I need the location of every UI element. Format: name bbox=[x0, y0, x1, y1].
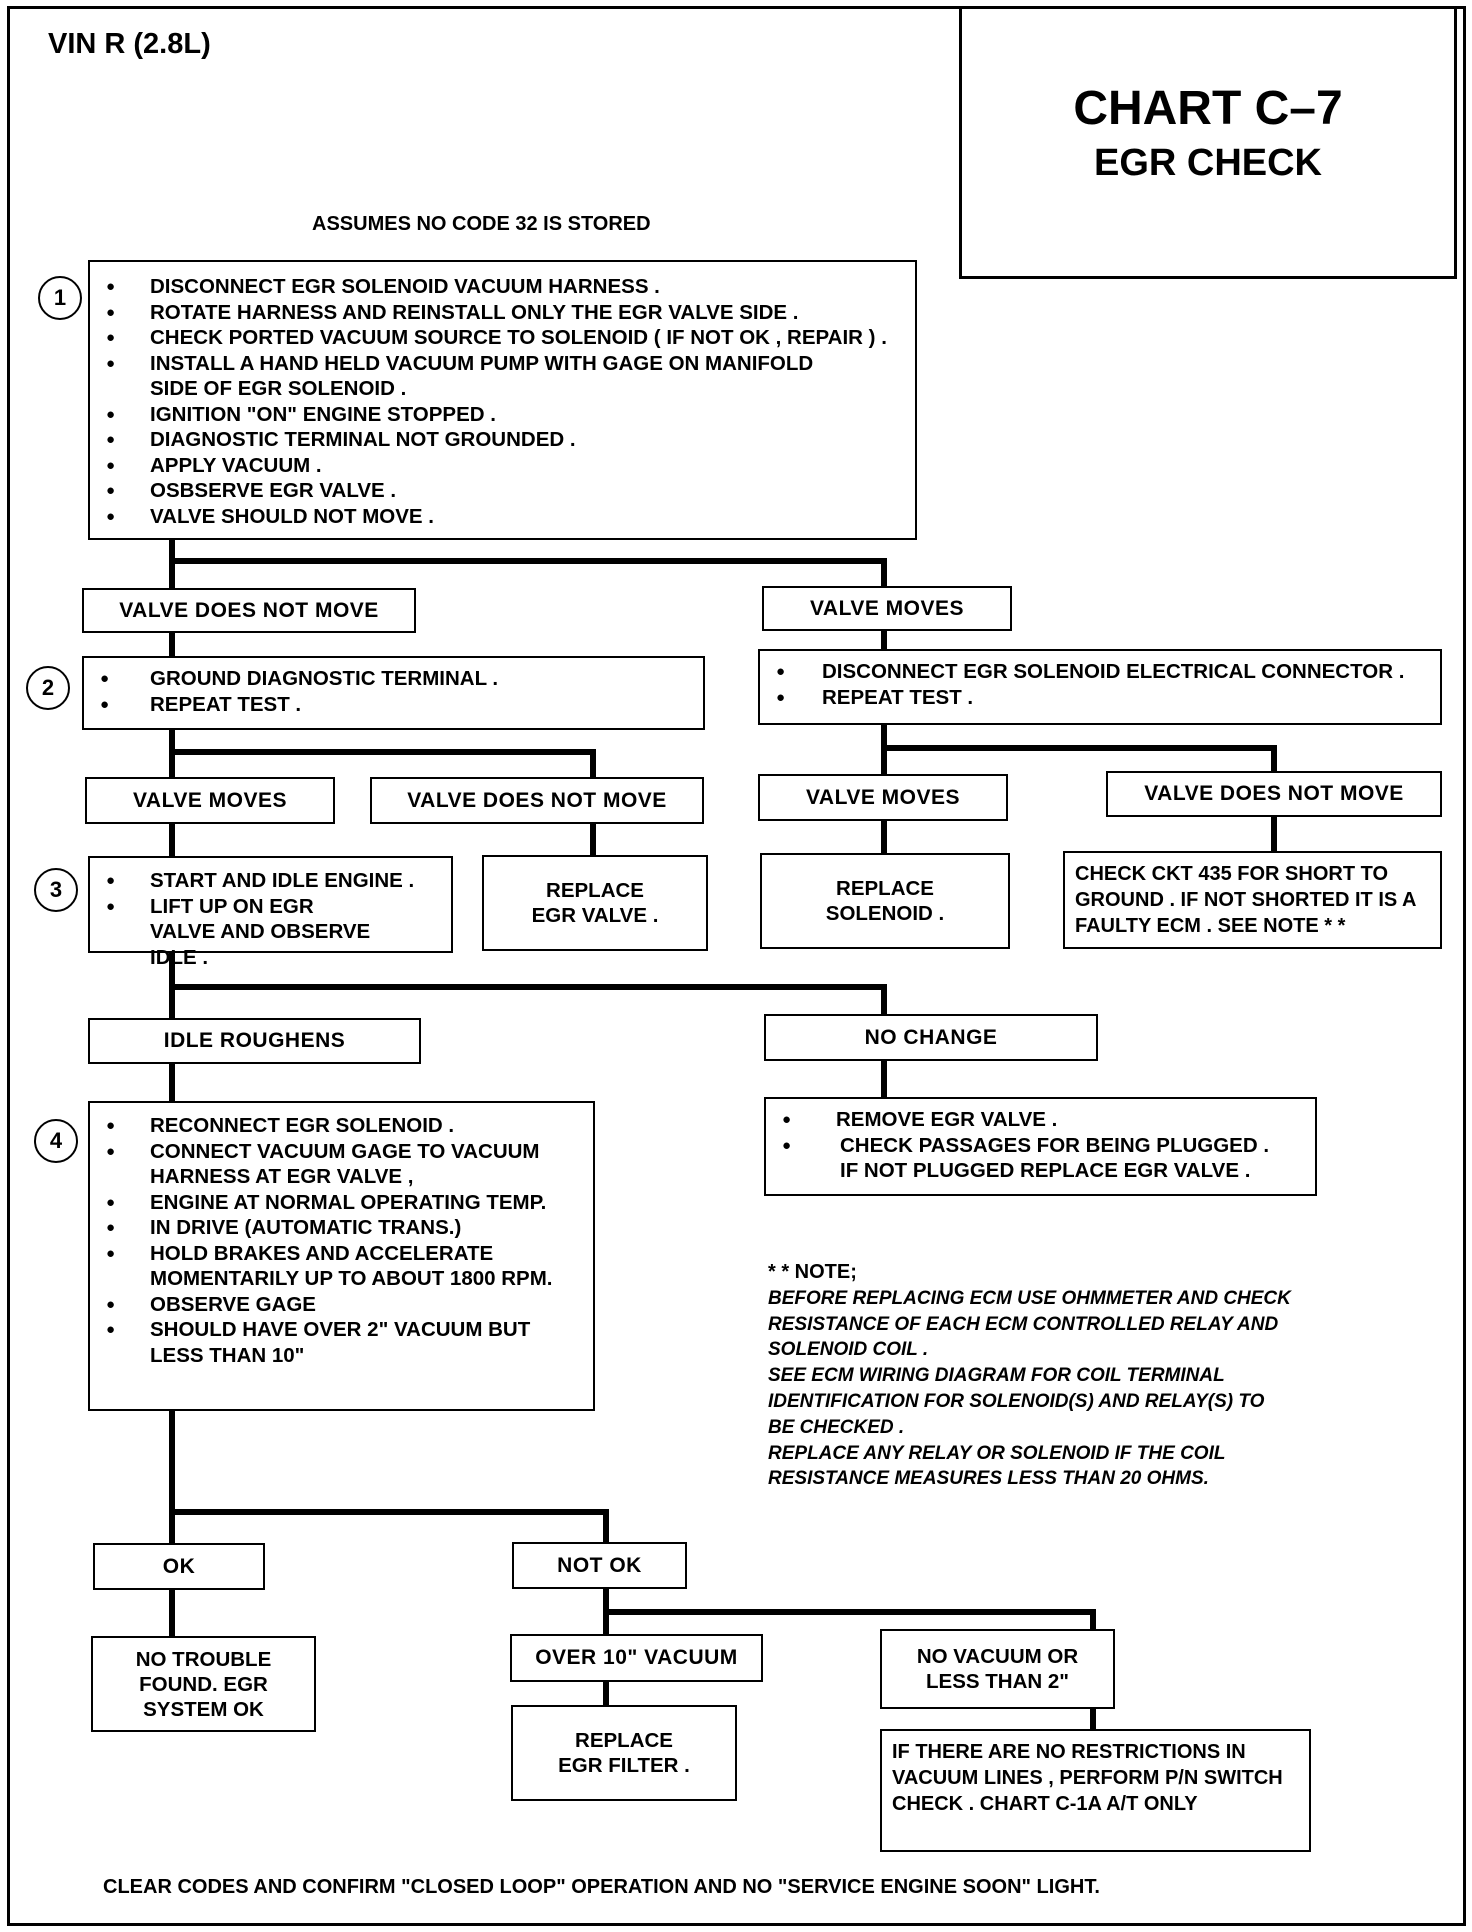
step-4-item: SHOULD HAVE OVER 2" VACUUM BUT LESS THAN… bbox=[100, 1317, 583, 1368]
no-change-item: CHECK PASSAGES FOR BEING PLUGGED . IF NO… bbox=[776, 1133, 1305, 1184]
replace-egr-filter-result: REPLACE EGR FILTER . bbox=[511, 1705, 737, 1801]
connector bbox=[169, 822, 175, 857]
valve-moves-label: VALVE MOVES bbox=[762, 586, 1012, 631]
page-frame bbox=[7, 6, 1466, 1926]
vin-label: VIN R (2.8L) bbox=[48, 28, 211, 60]
connector bbox=[1090, 1609, 1096, 1631]
ecm-note: * * NOTE; BEFORE REPLACING ECM USE OHMME… bbox=[768, 1260, 1388, 1492]
no-trouble-found-result: NO TROUBLE FOUND. EGR SYSTEM OK bbox=[91, 1636, 316, 1732]
step-4-item: RECONNECT EGR SOLENOID . bbox=[100, 1113, 583, 1139]
step-1-item: INSTALL A HAND HELD VACUUM PUMP WITH GAG… bbox=[100, 351, 905, 402]
connector bbox=[881, 818, 887, 854]
idle-roughens-label: IDLE ROUGHENS bbox=[88, 1018, 421, 1064]
note-line: RESISTANCE MEASURES LESS THAN 20 OHMS. bbox=[768, 1468, 1209, 1490]
step-2-right-item: REPEAT TEST . bbox=[770, 685, 1430, 711]
connector bbox=[169, 1062, 175, 1102]
step-1-item: CHECK PORTED VACUUM SOURCE TO SOLENOID (… bbox=[100, 325, 905, 351]
connector bbox=[169, 1509, 609, 1515]
step-2-left-item: REPEAT TEST . bbox=[94, 692, 693, 718]
step-1-item: VALVE SHOULD NOT MOVE . bbox=[100, 504, 905, 530]
note-line: RESISTANCE OF EACH ECM CONTROLLED RELAY … bbox=[768, 1313, 1279, 1335]
step-number-2: 2 bbox=[26, 666, 70, 710]
step-number-3: 3 bbox=[34, 868, 78, 912]
connector bbox=[169, 1409, 175, 1544]
step-number-1: 1 bbox=[38, 276, 82, 320]
replace-egr-valve-result: REPLACE EGR VALVE . bbox=[482, 855, 708, 951]
step-number-4: 4 bbox=[34, 1119, 78, 1163]
connector bbox=[169, 537, 175, 597]
note-line: SEE ECM WIRING DIAGRAM FOR COIL TERMINAL bbox=[768, 1365, 1225, 1387]
ok-label: OK bbox=[93, 1543, 265, 1590]
note-line: IDENTIFICATION FOR SOLENOID(S) AND RELAY… bbox=[768, 1390, 1265, 1412]
over-10-vacuum-label: OVER 10" VACUUM bbox=[510, 1634, 763, 1682]
connector bbox=[881, 631, 887, 651]
step-1-item: ROTATE HARNESS AND REINSTALL ONLY THE EG… bbox=[100, 300, 905, 326]
connector bbox=[169, 558, 887, 564]
connector bbox=[603, 1680, 609, 1707]
step-1-instructions: DISCONNECT EGR SOLENOID VACUUM HARNESS .… bbox=[88, 260, 917, 540]
note-line: BE CHECKED . bbox=[768, 1416, 905, 1438]
chart-title: EGR CHECK bbox=[1093, 141, 1323, 184]
step-3-item: START AND IDLE ENGINE . bbox=[100, 868, 441, 894]
connector bbox=[1271, 745, 1277, 773]
connector bbox=[590, 822, 596, 857]
no-change-label: NO CHANGE bbox=[764, 1014, 1098, 1061]
valve-does-not-move-label: VALVE DOES NOT MOVE bbox=[1106, 771, 1442, 817]
replace-solenoid-result: REPLACE SOLENOID . bbox=[760, 853, 1010, 949]
step-1-item: OSBSERVE EGR VALVE . bbox=[100, 478, 905, 504]
step-4-vacuum-gage-test: RECONNECT EGR SOLENOID . CONNECT VACUUM … bbox=[88, 1101, 595, 1411]
valve-does-not-move-label: VALVE DOES NOT MOVE bbox=[370, 777, 704, 824]
footer-instruction: CLEAR CODES AND CONFIRM "CLOSED LOOP" OP… bbox=[103, 1876, 1100, 1898]
step-4-item: ENGINE AT NORMAL OPERATING TEMP. bbox=[100, 1190, 583, 1216]
step-1-item: IGNITION "ON" ENGINE STOPPED . bbox=[100, 402, 905, 428]
connector bbox=[590, 749, 596, 779]
note-line: BEFORE REPLACING ECM USE OHMMETER AND CH… bbox=[768, 1287, 1291, 1309]
step-4-item: HOLD BRAKES AND ACCELERATE MOMENTARILY U… bbox=[100, 1241, 583, 1292]
valve-moves-label: VALVE MOVES bbox=[758, 774, 1008, 821]
connector bbox=[1090, 1707, 1096, 1731]
connector bbox=[881, 984, 887, 1014]
connector bbox=[603, 1509, 609, 1544]
connector bbox=[881, 725, 887, 779]
step-1-item: APPLY VACUUM . bbox=[100, 453, 905, 479]
step-4-item: IN DRIVE (AUTOMATIC TRANS.) bbox=[100, 1215, 583, 1241]
remove-egr-valve-box: REMOVE EGR VALVE . CHECK PASSAGES FOR BE… bbox=[764, 1097, 1317, 1196]
step-1-item: DISCONNECT EGR SOLENOID VACUUM HARNESS . bbox=[100, 274, 905, 300]
connector bbox=[169, 633, 175, 658]
no-change-item: REMOVE EGR VALVE . bbox=[776, 1107, 1305, 1133]
step-1-item: DIAGNOSTIC TERMINAL NOT GROUNDED . bbox=[100, 427, 905, 453]
connector bbox=[169, 984, 887, 990]
note-line: SOLENOID COIL . bbox=[768, 1339, 929, 1361]
step-2-left-item: GROUND DIAGNOSTIC TERMINAL . bbox=[94, 666, 693, 692]
connector bbox=[881, 558, 887, 588]
check-ckt-435-result: CHECK CKT 435 FOR SHORT TO GROUND . IF N… bbox=[1063, 851, 1442, 949]
connector bbox=[169, 1588, 175, 1638]
step-2-right-item: DISCONNECT EGR SOLENOID ELECTRICAL CONNE… bbox=[770, 659, 1430, 685]
step-2-ground-terminal: GROUND DIAGNOSTIC TERMINAL . REPEAT TEST… bbox=[82, 656, 705, 730]
chart-id: CHART C–7 bbox=[1073, 81, 1343, 135]
step-3-item: LIFT UP ON EGR VALVE AND OBSERVE IDLE . bbox=[100, 894, 441, 971]
connector bbox=[1271, 815, 1277, 852]
assumption-text: ASSUMES NO CODE 32 IS STORED bbox=[312, 213, 651, 235]
not-ok-label: NOT OK bbox=[512, 1542, 687, 1589]
step-3-idle-test: START AND IDLE ENGINE . LIFT UP ON EGR V… bbox=[88, 856, 453, 969]
step-4-item: OBSERVE GAGE bbox=[100, 1292, 583, 1318]
note-heading: * * NOTE; bbox=[768, 1261, 857, 1283]
pn-switch-check-result: IF THERE ARE NO RESTRICTIONS IN VACUUM L… bbox=[880, 1729, 1311, 1852]
connector bbox=[881, 1059, 887, 1097]
valve-does-not-move-label: VALVE DOES NOT MOVE bbox=[82, 588, 416, 633]
step-4-item: CONNECT VACUUM GAGE TO VACUUM HARNESS AT… bbox=[100, 1139, 583, 1190]
valve-moves-label: VALVE MOVES bbox=[85, 777, 335, 824]
connector bbox=[881, 745, 1277, 751]
no-vacuum-label: NO VACUUM OR LESS THAN 2" bbox=[880, 1629, 1115, 1709]
connector bbox=[169, 749, 596, 755]
note-line: REPLACE ANY RELAY OR SOLENOID IF THE COI… bbox=[768, 1442, 1226, 1464]
connector bbox=[603, 1609, 1096, 1615]
chart-title-box: CHART C–7 EGR CHECK bbox=[959, 6, 1457, 279]
step-2-disconnect-connector: DISCONNECT EGR SOLENOID ELECTRICAL CONNE… bbox=[758, 649, 1442, 725]
